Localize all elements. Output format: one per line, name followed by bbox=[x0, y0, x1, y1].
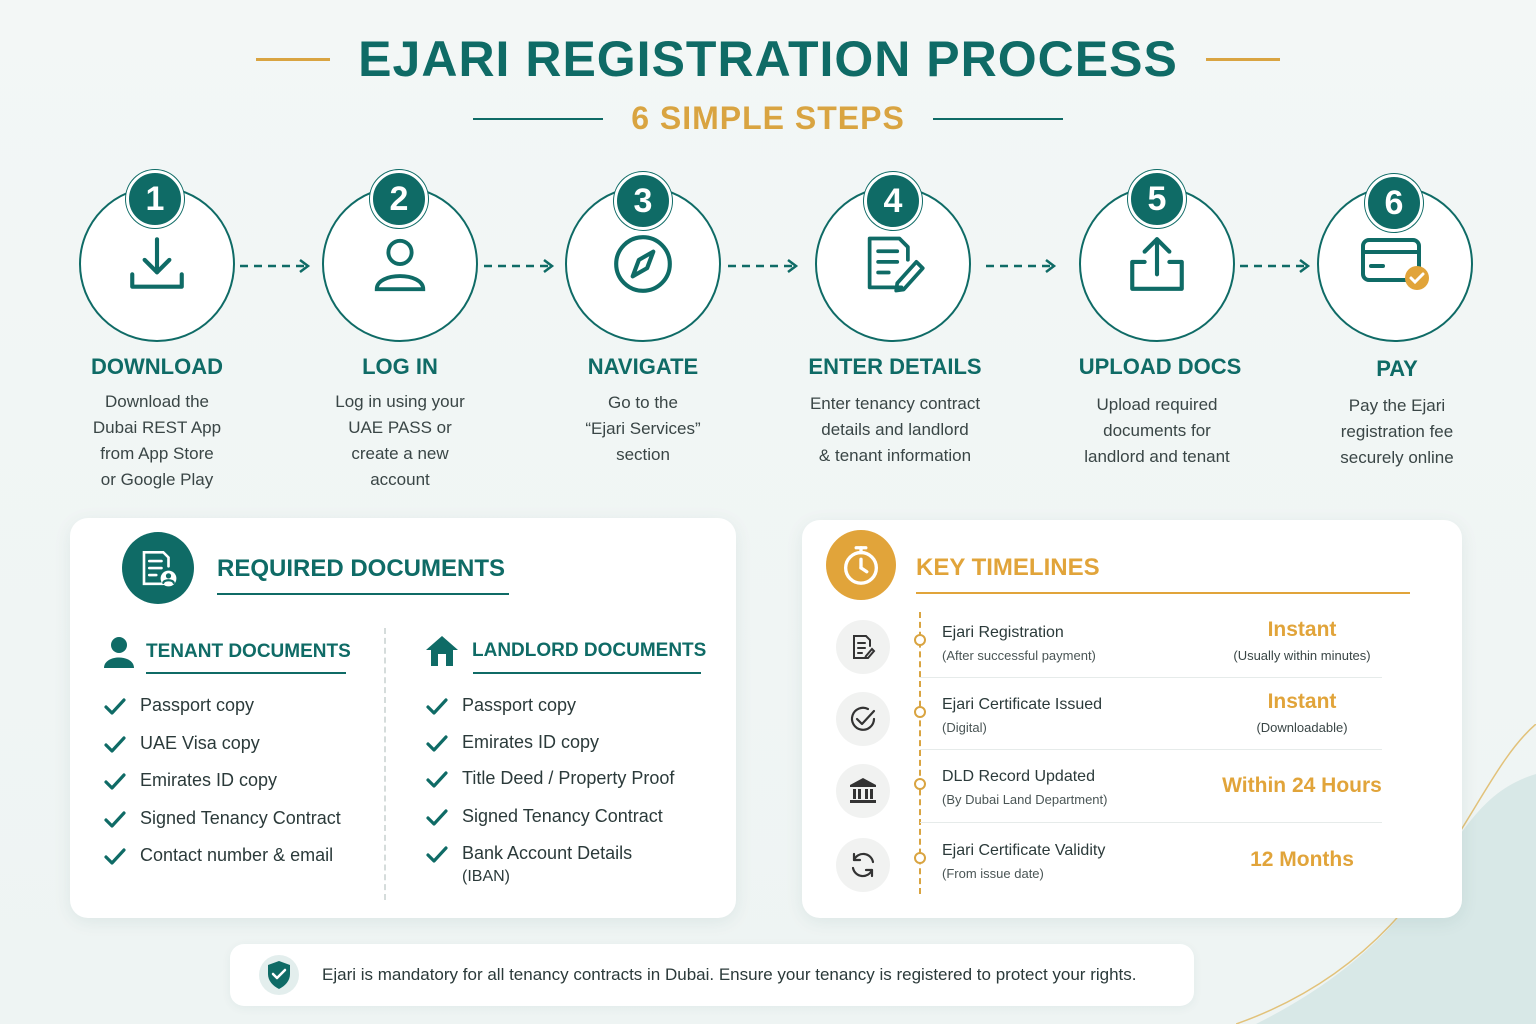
check-icon bbox=[104, 810, 126, 828]
check-icon bbox=[426, 734, 448, 752]
list-item: Contact number & email bbox=[104, 844, 341, 882]
key-timelines-card: KEY TIMELINES Ejari Registration (After … bbox=[802, 520, 1462, 918]
step-1-title: DOWNLOAD bbox=[91, 354, 223, 379]
timeline-dot bbox=[914, 706, 926, 718]
tenant-documents-heading: TENANT DOCUMENTS bbox=[104, 636, 351, 668]
page-subtitle: 6 SIMPLE STEPS bbox=[631, 100, 905, 136]
step-2-title: LOG IN bbox=[362, 354, 438, 379]
step-6-number: 6 bbox=[1365, 174, 1423, 232]
list-item: Emirates ID copy bbox=[104, 769, 341, 807]
key-timelines-title: KEY TIMELINES bbox=[916, 554, 1100, 581]
step-4-number: 4 bbox=[864, 172, 922, 230]
step-1-circle bbox=[79, 186, 235, 342]
arrow-icon bbox=[1240, 259, 1311, 273]
refresh-icon bbox=[836, 838, 890, 892]
arrow-icon bbox=[484, 259, 555, 273]
column-divider bbox=[384, 628, 386, 900]
shield-check-icon bbox=[259, 955, 299, 995]
list-item: Bank Account Details(IBAN) bbox=[426, 842, 674, 890]
timeline-row: Ejari Registration (After successful pay… bbox=[832, 614, 1412, 686]
card-payment-icon bbox=[1361, 238, 1429, 290]
step-3-title: NAVIGATE bbox=[587, 354, 699, 379]
list-item: Title Deed / Property Proof bbox=[426, 767, 674, 805]
compass-icon bbox=[614, 235, 672, 293]
timeline-row: Ejari Certificate Issued (Digital) Insta… bbox=[832, 686, 1412, 758]
row-separator bbox=[920, 749, 1382, 750]
list-item: UAE Visa copy bbox=[104, 732, 341, 770]
list-item: Emirates ID copy bbox=[426, 731, 674, 768]
tenant-documents-list: Passport copy UAE Visa copy Emirates ID … bbox=[104, 694, 341, 882]
list-item: Signed Tenancy Contract bbox=[426, 805, 674, 843]
list-item: Signed Tenancy Contract bbox=[104, 807, 341, 845]
check-icon bbox=[104, 698, 126, 715]
title-underline bbox=[916, 592, 1410, 594]
check-icon bbox=[104, 848, 126, 865]
row-separator bbox=[920, 822, 1382, 823]
step-1-number: 1 bbox=[126, 170, 184, 228]
house-icon bbox=[426, 636, 458, 666]
list-item: Passport copy bbox=[104, 694, 341, 732]
bank-icon bbox=[836, 764, 890, 818]
list-item: Passport copy bbox=[426, 694, 674, 731]
step-5-title: UPLOAD DOCS bbox=[1078, 354, 1242, 379]
step-5-number: 5 bbox=[1128, 170, 1186, 228]
check-circle-icon bbox=[836, 692, 890, 746]
step-3-number: 3 bbox=[614, 172, 672, 230]
landlord-documents-list: Passport copy Emirates ID copy Title Dee… bbox=[426, 694, 674, 890]
title-underline bbox=[217, 593, 509, 595]
person-icon bbox=[104, 637, 134, 668]
header: EJARI REGISTRATION PROCESS 6 SIMPLE STEP… bbox=[0, 30, 1536, 137]
title-rule-right bbox=[1205, 57, 1280, 61]
subtitle-rule-right bbox=[932, 117, 1063, 120]
landlord-documents-heading: LANDLORD DOCUMENTS bbox=[424, 634, 706, 668]
step-6-title: PAY bbox=[1376, 356, 1418, 381]
documents-icon bbox=[122, 532, 194, 604]
download-icon bbox=[130, 237, 184, 289]
arrow-icon bbox=[240, 259, 311, 273]
check-icon bbox=[426, 698, 448, 715]
check-icon bbox=[104, 773, 126, 790]
timeline-dot bbox=[914, 778, 926, 790]
timeline-line bbox=[919, 612, 921, 894]
footer-note: Ejari is mandatory for all tenancy contr… bbox=[230, 944, 1194, 1006]
tenant-underline bbox=[146, 672, 346, 674]
arrow-icon bbox=[986, 259, 1057, 273]
required-documents-card: REQUIRED DOCUMENTS TENANT DOCUMENTS Pass… bbox=[70, 518, 736, 918]
check-icon bbox=[104, 735, 126, 753]
edit-document-icon bbox=[867, 236, 925, 293]
user-icon bbox=[374, 238, 426, 292]
subtitle-rule-left bbox=[473, 117, 604, 120]
timeline-dot bbox=[914, 852, 926, 864]
timeline-row: Ejari Certificate Validity (From issue d… bbox=[832, 832, 1412, 904]
row-separator bbox=[920, 677, 1382, 678]
page-title: EJARI REGISTRATION PROCESS bbox=[358, 31, 1178, 87]
timeline-row: DLD Record Updated (By Dubai Land Depart… bbox=[832, 758, 1412, 830]
step-3-desc: Go to the“Ejari Services”section bbox=[585, 393, 701, 464]
document-icon bbox=[836, 620, 890, 674]
step-2-number: 2 bbox=[370, 170, 428, 228]
upload-icon bbox=[1130, 237, 1184, 291]
step-4-title: ENTER DETAILS bbox=[808, 354, 982, 379]
landlord-underline bbox=[473, 672, 701, 674]
check-icon bbox=[426, 808, 448, 826]
timeline-dot bbox=[914, 634, 926, 646]
check-icon bbox=[426, 771, 448, 788]
arrow-icon bbox=[728, 259, 799, 273]
title-rule-left bbox=[256, 57, 331, 61]
stopwatch-icon bbox=[826, 530, 896, 600]
required-documents-title: REQUIRED DOCUMENTS bbox=[217, 555, 506, 582]
check-icon bbox=[426, 846, 448, 863]
